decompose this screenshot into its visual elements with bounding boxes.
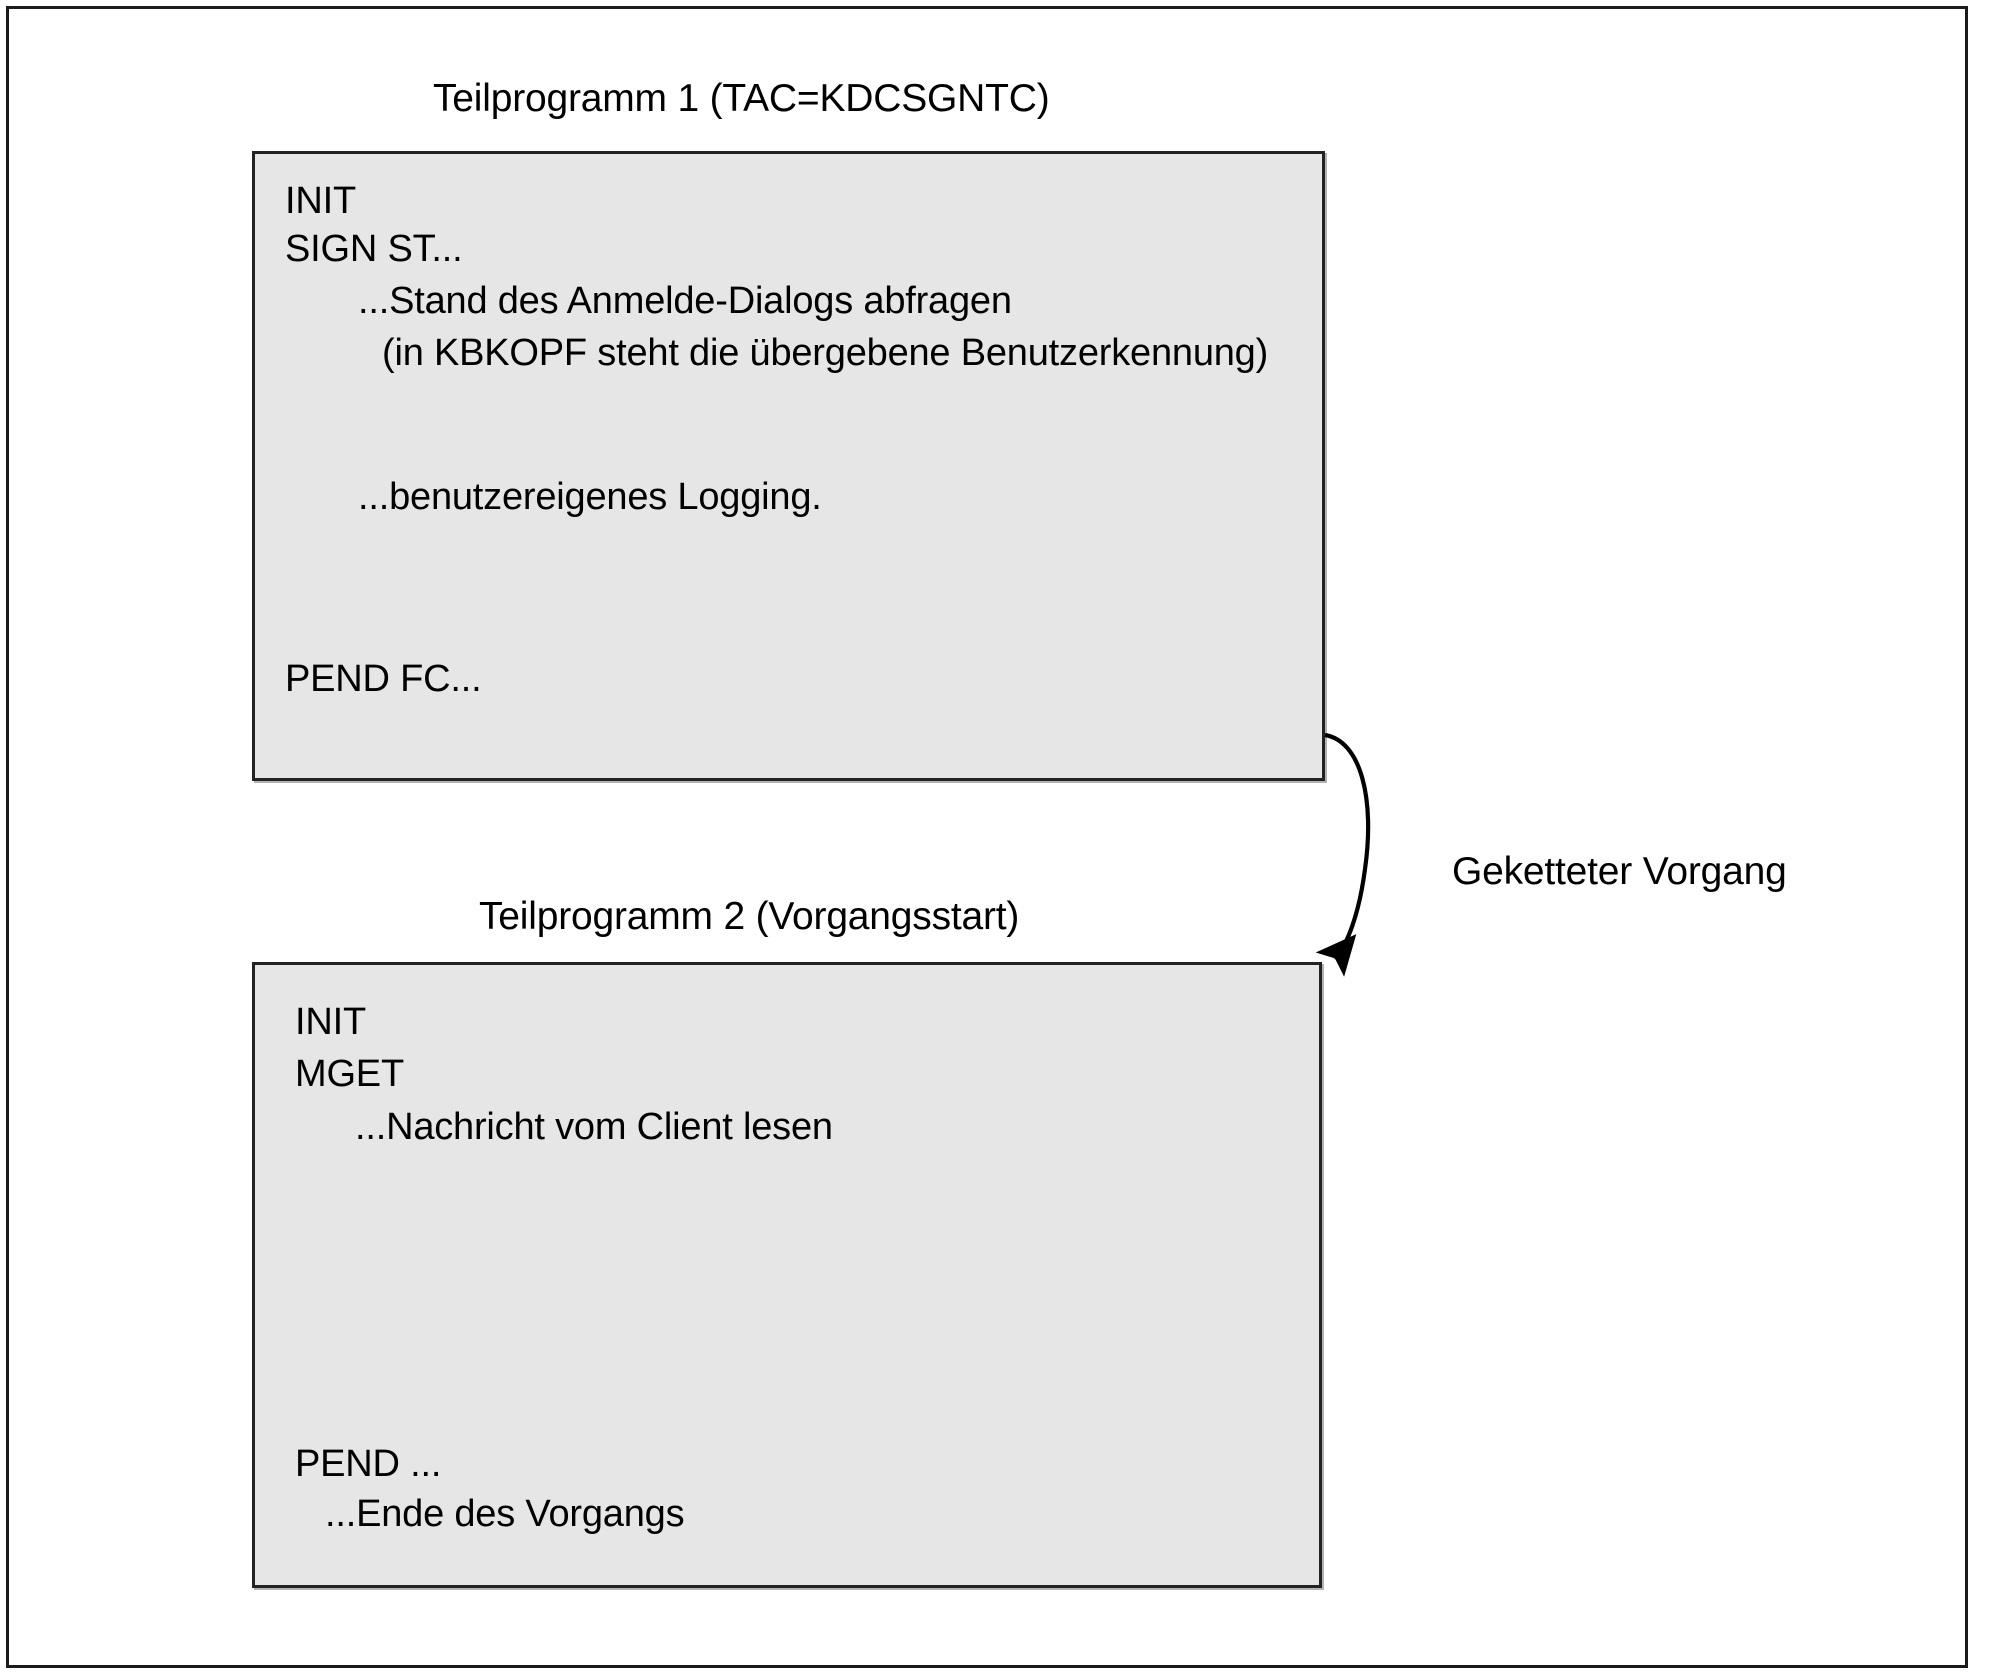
box-1-line-init: INIT xyxy=(285,180,356,222)
box-2-line-nachricht-lesen: ...Nachricht vom Client lesen xyxy=(355,1106,833,1148)
connector-label: Geketteter Vorgang xyxy=(1452,850,1787,893)
program-box-teilprogramm-2: INIT MGET ...Nachricht vom Client lesen … xyxy=(252,962,1322,1588)
program-box-teilprogramm-1: INIT SIGN ST... ...Stand des Anmelde-Dia… xyxy=(252,151,1325,781)
box-1-caption: Teilprogramm 1 (TAC=KDCSGNTC) xyxy=(433,77,1050,120)
box-2-line-pend: PEND ... xyxy=(295,1443,442,1485)
box-1-line-kbkopf-note: (in KBKOPF steht die übergebene Benutzer… xyxy=(382,332,1269,374)
diagram-outer-frame: Teilprogramm 1 (TAC=KDCSGNTC) INIT SIGN … xyxy=(6,6,1968,1668)
box-1-line-logging: ...benutzereigenes Logging. xyxy=(358,476,822,518)
box-2-line-ende-vorgangs: ...Ende des Vorgangs xyxy=(325,1493,685,1535)
box-2-line-init: INIT xyxy=(295,1001,366,1043)
box-1-line-sign: SIGN ST... xyxy=(285,228,463,270)
box-1-line-stand-abfragen: ...Stand des Anmelde-Dialogs abfragen xyxy=(358,280,1012,322)
box-2-caption: Teilprogramm 2 (Vorgangsstart) xyxy=(479,895,1020,938)
box-1-line-pend: PEND FC... xyxy=(285,658,482,700)
box-2-line-mget: MGET xyxy=(295,1053,404,1095)
